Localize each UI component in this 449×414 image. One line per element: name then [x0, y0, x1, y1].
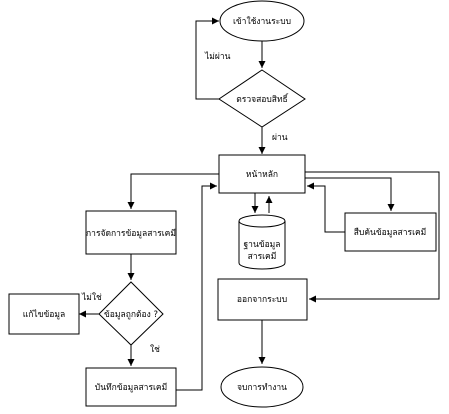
node-database-label-line2: สารเคมี: [248, 251, 277, 262]
node-save-label: บันทึกข้อมูลสารเคมี: [95, 382, 167, 393]
node-valid-label: ข้อมูลถูกต้อง ?: [104, 309, 158, 320]
node-start-label: เข้าใช้งานระบบ: [233, 16, 291, 27]
edge-label-no: ไม่ใช่: [81, 292, 102, 303]
edge-main-to-logout: [305, 171, 440, 303]
node-logout-label: ออกจากระบบ: [237, 295, 287, 305]
edges: [79, 17, 440, 391]
node-save: บันทึกข้อมูลสารเคมี: [85, 367, 177, 407]
node-check-label: ตรวจสอบสิทธิ์: [236, 93, 289, 105]
node-database-label-line1: ฐานข้อมูล: [243, 239, 280, 250]
node-valid: ข้อมูลถูกต้อง ?: [98, 281, 164, 346]
node-start: เข้าใช้งานระบบ: [219, 0, 305, 42]
node-fix-label: แก้ไขข้อมูล: [23, 309, 65, 320]
edge-main-to-search: [305, 177, 395, 211]
node-main-label: หน้าหลัก: [246, 169, 278, 180]
edge-label-pass: ผ่าน: [272, 133, 288, 143]
node-manage-label: การจัดการข้อมูลสารเคมี: [86, 228, 176, 239]
edge-main-to-manage: [127, 173, 219, 209]
node-main: หน้าหลัก: [218, 154, 306, 194]
node-logout: ออกจากระบบ: [217, 278, 308, 321]
node-search: สืบค้นข้อมูลสารเคมี: [344, 212, 437, 252]
node-database: ฐานข้อมูล สารเคมี: [238, 214, 286, 270]
node-check: ตรวจสอบสิทธิ์: [218, 69, 306, 128]
edge-check-fail-loop: [195, 17, 219, 100]
node-end: จบการทำงาน: [220, 366, 304, 408]
edge-label-fail: ไม่ผ่าน: [204, 51, 231, 62]
node-manage: การจัดการข้อมูลสารเคมี: [85, 210, 177, 255]
node-end-label: จบการทำงาน: [237, 383, 287, 393]
node-search-label: สืบค้นข้อมูลสารเคมี: [354, 227, 427, 238]
node-fix: แก้ไขข้อมูล: [8, 293, 80, 335]
edge-save-to-main: [176, 182, 217, 391]
edge-label-yes: ใช่: [150, 344, 160, 355]
edge-search-to-main: [307, 182, 345, 233]
